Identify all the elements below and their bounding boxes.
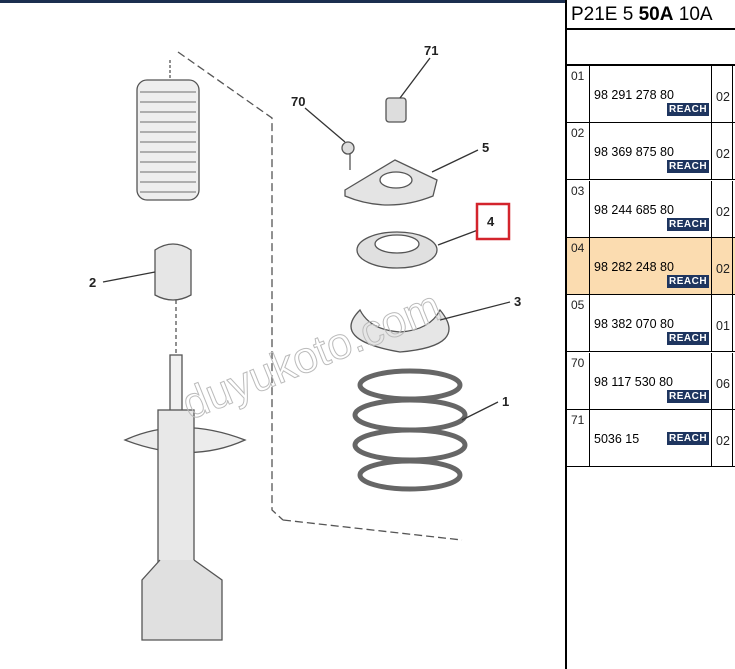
divider (711, 352, 712, 410)
divider (567, 64, 735, 66)
part-70-screw (341, 141, 355, 155)
divider (732, 409, 733, 467)
part-number[interactable]: 98 382 070 80 (594, 317, 674, 332)
part-number[interactable]: 98 117 530 80 (594, 374, 674, 389)
divider (711, 237, 712, 295)
ref-number: 70 (571, 355, 585, 370)
callout-1[interactable]: 1 (502, 394, 509, 409)
part-71-nut (385, 97, 407, 123)
divider (589, 409, 590, 467)
part-number[interactable]: 98 244 685 80 (594, 202, 674, 217)
divider (732, 352, 733, 410)
divider (732, 123, 733, 181)
reach-badge[interactable]: REACH (667, 274, 710, 288)
quantity: 02 (716, 90, 730, 104)
highlight-box (475, 202, 511, 241)
divider (567, 28, 735, 30)
part-row-04[interactable]: 04 98 282 248 80 REACH 02 (567, 237, 735, 295)
quantity: 02 (716, 261, 730, 276)
callout-3[interactable]: 3 (514, 294, 521, 309)
reach-badge[interactable]: REACH (667, 217, 710, 231)
divider (589, 66, 590, 123)
divider (732, 237, 733, 295)
part-row-01[interactable]: 01 98 291 278 80 REACH 02 (567, 66, 735, 123)
divider (711, 180, 712, 238)
callout-2[interactable]: 2 (89, 275, 96, 290)
quantity: 02 (716, 204, 730, 219)
part-3-spring-seat (350, 308, 450, 353)
divider (732, 180, 733, 238)
bump-stop (154, 243, 192, 301)
part-row-05[interactable]: 05 98 382 070 80 REACH 01 (567, 295, 735, 353)
part-number[interactable]: 98 369 875 80 (594, 145, 674, 160)
callout-5[interactable]: 5 (482, 140, 489, 155)
reach-badge[interactable]: REACH (667, 332, 710, 346)
divider (589, 295, 590, 353)
part-number[interactable]: 98 282 248 80 (594, 259, 674, 274)
part-row-02[interactable]: 02 98 369 875 80 REACH 02 (567, 123, 735, 181)
part-number[interactable]: 5036 15 (594, 431, 640, 446)
exploded-parts-diagram: 71 70 5 4 2 3 1 duyukoto.com (89, 43, 521, 641)
reach-badge[interactable]: REACH (667, 389, 710, 403)
divider (711, 123, 712, 181)
watermark: duyukoto.com (175, 281, 447, 429)
divider (732, 66, 733, 123)
divider (732, 295, 733, 353)
reach-badge[interactable]: REACH (667, 160, 710, 174)
quantity: 06 (716, 376, 730, 391)
divider (589, 352, 590, 410)
part-1-coil-spring (352, 368, 468, 492)
quantity: 02 (716, 147, 730, 162)
ref-number: 71 (571, 412, 585, 427)
divider (711, 66, 712, 123)
ref-number: 04 (571, 240, 585, 255)
part-row-71[interactable]: 71 5036 15 REACH 02 (567, 409, 735, 467)
parts-list-panel: P21E 5 50A 10A 01 98 291 278 80 REACH 02… (565, 0, 735, 669)
part-row-03[interactable]: 03 98 244 685 80 REACH 02 (567, 180, 735, 238)
divider (711, 295, 712, 353)
ref-number: 02 (571, 126, 585, 141)
ref-number: 05 (571, 298, 585, 313)
ref-number: 01 (571, 69, 585, 83)
quantity: 01 (716, 319, 730, 334)
callout-71[interactable]: 71 (424, 43, 438, 58)
part-row-70[interactable]: 70 98 117 530 80 REACH 06 (567, 352, 735, 410)
quantity: 02 (716, 433, 730, 448)
divider (589, 180, 590, 238)
part-number[interactable]: 98 291 278 80 (594, 88, 674, 102)
divider (589, 237, 590, 295)
divider (589, 123, 590, 181)
reach-badge[interactable]: REACH (667, 431, 710, 445)
reach-badge[interactable]: REACH (667, 103, 710, 116)
ref-number: 03 (571, 183, 585, 198)
dust-boot (136, 79, 200, 201)
callout-70[interactable]: 70 (291, 94, 305, 109)
diagram-code: P21E 5 50A 10A (571, 4, 713, 25)
divider (711, 409, 712, 467)
callout-4[interactable]: 4 (487, 214, 495, 229)
top-bar (0, 0, 565, 3)
